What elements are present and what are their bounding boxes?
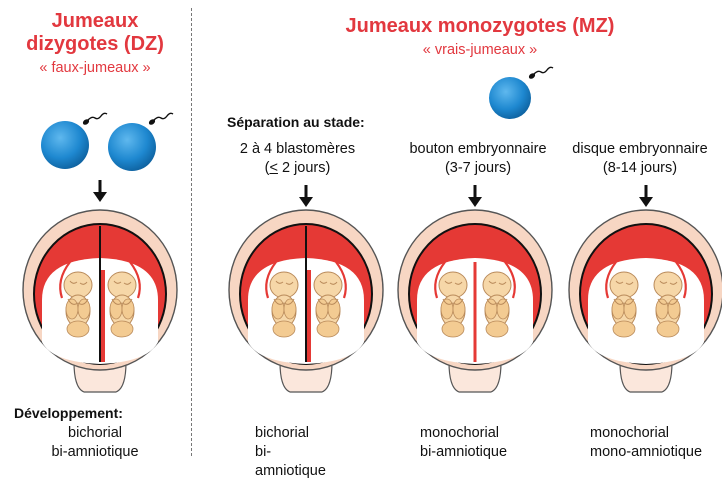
fetus-icon: [314, 272, 342, 337]
fetus-icon: [270, 272, 298, 337]
down-arrow-icon: [468, 185, 482, 207]
uterus-icon: [398, 210, 552, 392]
fetus-icon: [610, 272, 638, 337]
fetus-icon: [64, 272, 92, 337]
uterus-icon: [569, 210, 722, 392]
uterus-icon: [23, 210, 177, 392]
twins-illustration: [0, 0, 722, 461]
down-arrow-icon: [93, 180, 107, 202]
down-arrow-icon: [299, 185, 313, 207]
egg-icon: [489, 67, 553, 119]
down-arrow-icon: [639, 185, 653, 207]
egg-icon: [41, 113, 107, 169]
fetus-icon: [654, 272, 682, 337]
fetus-icon: [108, 272, 136, 337]
fetus-icon: [483, 272, 511, 337]
fetus-icon: [439, 272, 467, 337]
egg-icon: [108, 113, 173, 171]
uterus-icon: [229, 210, 383, 392]
